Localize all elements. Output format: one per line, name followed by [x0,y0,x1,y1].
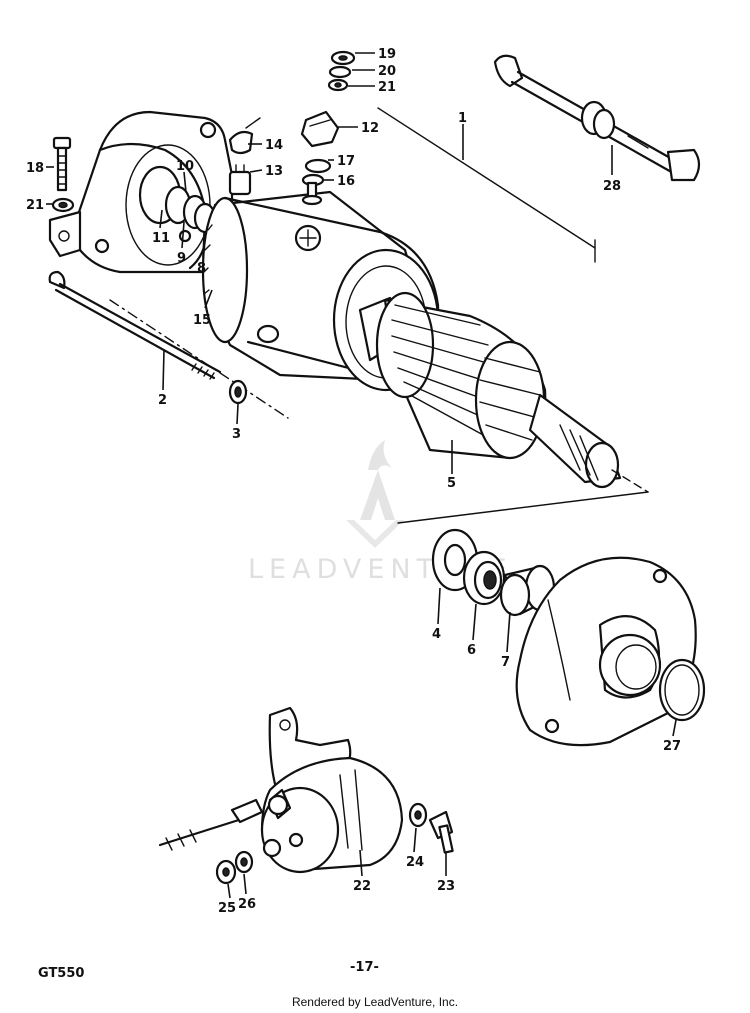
render-credit: Rendered by LeadVenture, Inc. [291,995,459,1009]
callout-27: 27 [663,739,681,754]
washer-21-left [51,197,75,213]
callout-12: 12 [361,121,379,136]
callout-7: 7 [501,655,510,670]
callout-10: 10 [176,159,194,174]
callout-22: 22 [353,879,371,894]
front-end-cover [515,556,697,747]
callout-11: 11 [152,231,170,246]
nut-washer-stack-19-21 [327,50,356,92]
washer-24 [408,802,428,828]
callout-21-left: 21 [26,198,44,213]
callout-labels: 19 20 21 12 14 17 16 13 18 10 21 11 9 8 … [26,47,681,916]
bolt-18 [52,136,72,192]
callout-25: 25 [218,901,236,916]
brush-holder-parts [228,117,261,196]
callout-28: 28 [603,179,621,194]
nut-25-washer-26 [215,850,254,885]
callout-4: 4 [432,627,441,642]
callout-24: 24 [406,855,424,870]
callout-21-top: 21 [378,80,396,95]
callout-8: 8 [197,261,206,276]
bushing-7 [499,564,556,617]
armature-5 [358,291,649,524]
callout-2: 2 [158,393,167,408]
callout-18: 18 [26,161,44,176]
callout-20: 20 [378,64,396,79]
assembly-bracket-1 [377,107,596,263]
callout-19: 19 [378,47,396,62]
terminal-nuts-16-17 [301,158,332,206]
page-number: -17- [350,960,379,975]
callout-15: 15 [193,313,211,328]
rear-end-cover-assembly [48,110,234,274]
callout-14: 14 [265,138,283,153]
model-code: GT550 [38,966,85,981]
callout-3: 3 [232,427,241,442]
bearing-6 [462,550,506,606]
lead-wire-28 [493,54,701,182]
callout-5: 5 [447,476,456,491]
callout-6: 6 [467,643,476,658]
starter-relay-22 [158,706,404,874]
washer-3 [228,379,248,405]
callout-17: 17 [337,154,355,169]
callout-26: 26 [238,897,256,912]
callout-16: 16 [337,174,355,189]
bolt-23 [428,810,454,854]
through-bolt-2 [48,270,289,419]
rubber-cap-12 [300,110,340,148]
callout-leaders [46,52,677,899]
callout-9: 9 [177,251,186,266]
o-ring-27 [658,658,706,722]
callout-13: 13 [265,164,283,179]
callout-1: 1 [458,111,467,126]
callout-23: 23 [437,879,455,894]
